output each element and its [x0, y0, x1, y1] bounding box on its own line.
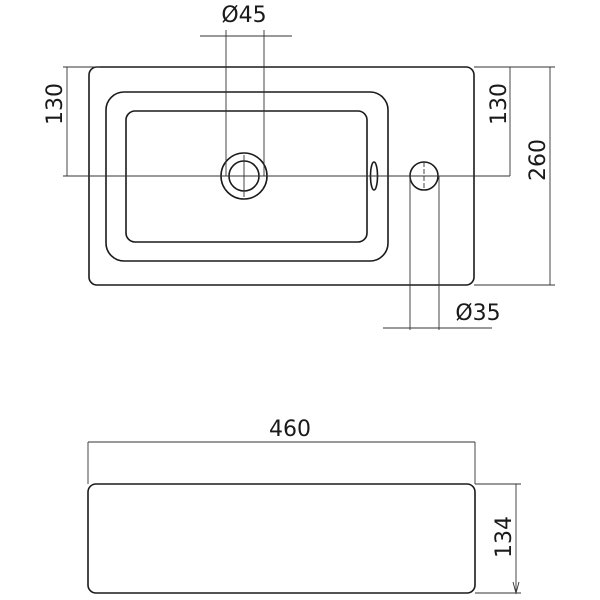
basin-front-outline — [87, 483, 476, 594]
basin-bowl-outline — [125, 110, 368, 243]
left-half-height-label: 130 — [43, 83, 68, 125]
height-arrow-icon — [512, 581, 520, 595]
right-half-height-label: 130 — [487, 83, 512, 125]
tap-hole-diameter-label: Ø35 — [455, 301, 500, 326]
width-label: 460 — [269, 417, 311, 442]
total-depth-label: 260 — [526, 139, 551, 181]
height-label: 134 — [492, 516, 517, 558]
basin-rim-outline — [105, 91, 389, 262]
front-view: 460 134 — [87, 417, 521, 595]
drain-diameter-label: Ø45 — [221, 3, 266, 28]
top-view: Ø45 130 130 260 Ø35 — [43, 3, 555, 330]
